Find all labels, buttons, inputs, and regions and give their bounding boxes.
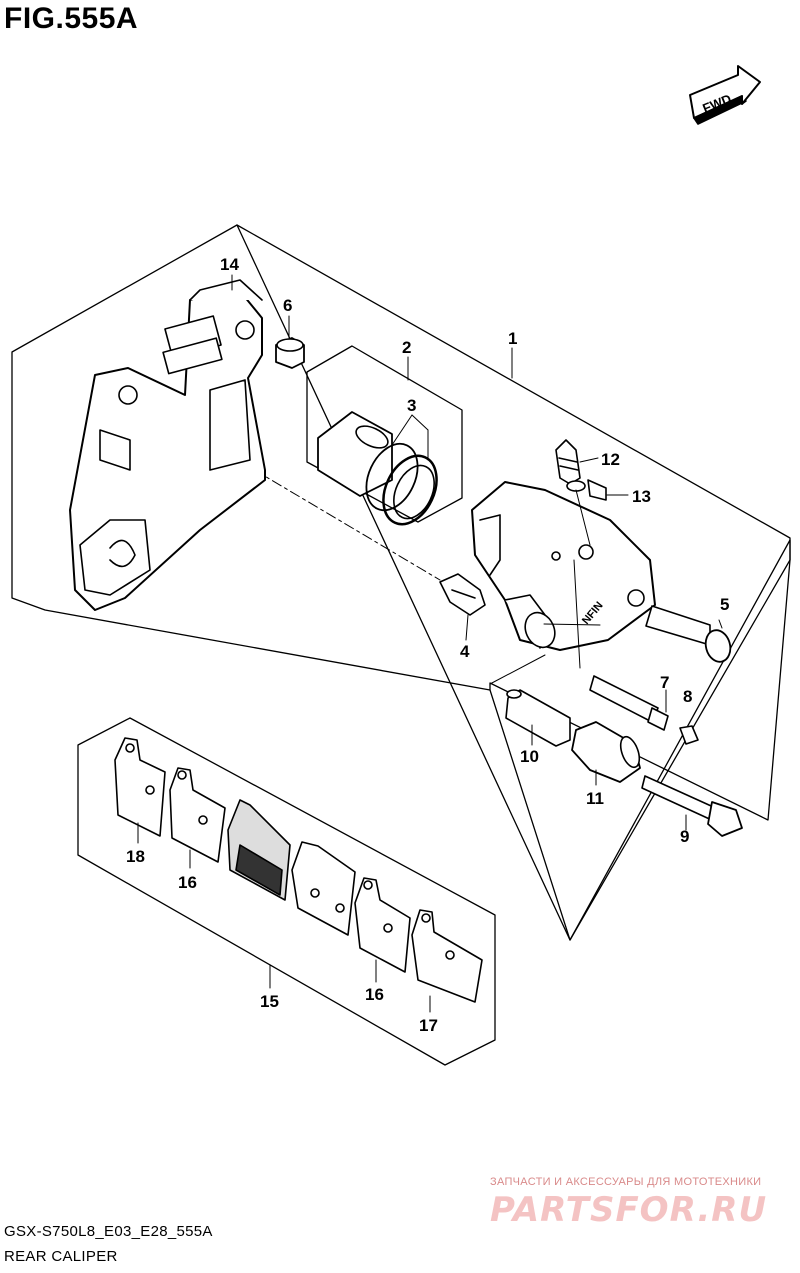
- rubber-boot: [571, 721, 641, 783]
- callout-3: 3: [407, 396, 416, 415]
- bleeder-cap: [566, 479, 607, 501]
- watermark-logo: PARTSFOR.RU: [490, 1190, 768, 1230]
- caliper-pin: [645, 605, 732, 663]
- callout-18: 18: [126, 847, 145, 866]
- bracket-nut: [275, 337, 305, 369]
- pin-sleeve: [505, 689, 571, 747]
- watermark-tagline: ЗАПЧАСТИ И АКСЕССУАРЫ ДЛЯ МОТОТЕХНИКИ: [490, 1176, 762, 1188]
- caliper-piston: [317, 411, 393, 497]
- brake-pads: [114, 737, 483, 1003]
- callout-11: 11: [586, 789, 604, 808]
- slide-pin: [589, 675, 669, 731]
- callout-8: 8: [683, 687, 692, 706]
- callout-15: 15: [260, 992, 279, 1011]
- piston-set-outline: [306, 345, 463, 523]
- pad-spring: [439, 573, 486, 616]
- callout-14: 14: [220, 255, 239, 274]
- diagram-code: GSX-S750L8_E03_E28_555A: [4, 1223, 213, 1240]
- callout-2: 2: [402, 338, 411, 357]
- pad-16b: [354, 877, 411, 973]
- callout-6: 6: [283, 296, 292, 315]
- pad-set-outline: [77, 717, 496, 1066]
- callout-12: 12: [601, 450, 620, 469]
- assembly-outline-edge: [236, 224, 791, 941]
- callout-13: 13: [632, 487, 651, 506]
- figure-title: FIG.555A: [4, 2, 139, 35]
- caliper-body: NFIN: [471, 481, 656, 651]
- callout-9: 9: [680, 827, 689, 846]
- callout-5: 5: [720, 595, 729, 614]
- pad-shim-18: [114, 737, 166, 837]
- caliper-bracket: [69, 279, 266, 611]
- caliper-assembly-outline: [11, 224, 791, 941]
- piston-seals: [365, 442, 438, 526]
- callout-10: 10: [520, 747, 539, 766]
- fwd-arrow-icon: FWD: [689, 65, 761, 125]
- pad-16a: [169, 767, 226, 863]
- mounting-bolt: [641, 775, 743, 837]
- callout-7: 7: [660, 673, 669, 692]
- pin-boot: [679, 725, 699, 745]
- callout-16a: 16: [178, 873, 197, 892]
- callout-16b: 16: [365, 985, 384, 1004]
- callout-1: 1: [508, 329, 517, 348]
- callout-4: 4: [460, 642, 470, 661]
- pad-center: [291, 841, 356, 936]
- bleeder-valve: [555, 439, 581, 485]
- callout-17: 17: [419, 1016, 438, 1035]
- diagram-caption: REAR CALIPER: [4, 1248, 118, 1265]
